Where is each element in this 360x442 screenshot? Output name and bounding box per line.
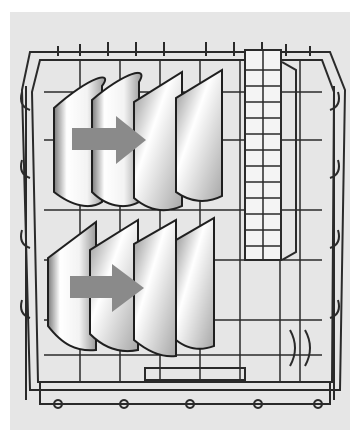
plate [176, 218, 214, 349]
